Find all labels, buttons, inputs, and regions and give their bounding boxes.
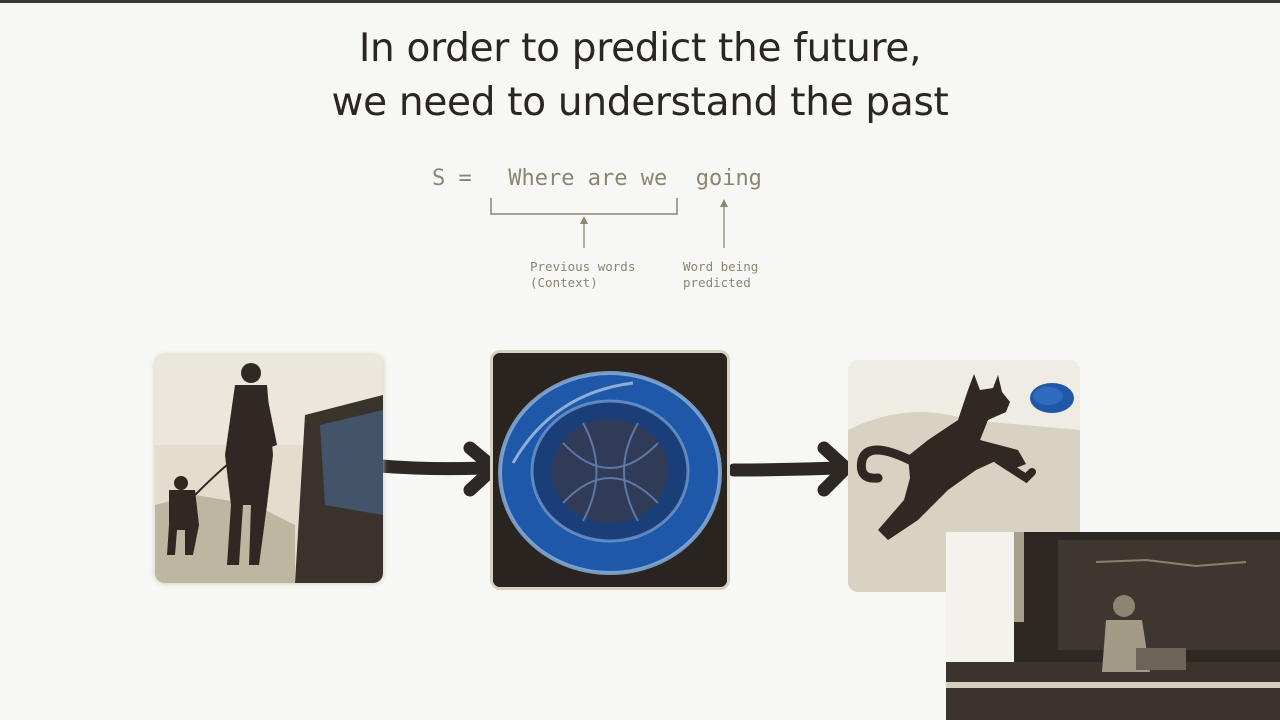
- context-arrow-head: [580, 216, 588, 224]
- context-bracket: [490, 198, 678, 215]
- frisbee-image: [490, 350, 730, 590]
- context-annotation: Previous words (Context): [530, 259, 636, 290]
- example-sentence: S = Where are we going: [432, 166, 762, 196]
- person-walking-dog-image: [155, 355, 383, 583]
- arrow-1: [373, 441, 501, 497]
- sentence-prefix: S =: [432, 166, 472, 191]
- speaker-camera-feed: [946, 532, 1280, 720]
- top-border: [0, 0, 1280, 3]
- arrow-2: [727, 441, 853, 497]
- slide-title: In order to predict the future, we need …: [0, 22, 1280, 130]
- title-line-1: In order to predict the future,: [358, 26, 922, 71]
- title-line-2: we need to understand the past: [331, 80, 949, 125]
- predicted-annotation: Word being predicted: [683, 259, 759, 290]
- predicted-word: going: [695, 166, 762, 191]
- context-words: Where are we: [508, 166, 668, 191]
- predicted-arrow-head: [720, 199, 728, 207]
